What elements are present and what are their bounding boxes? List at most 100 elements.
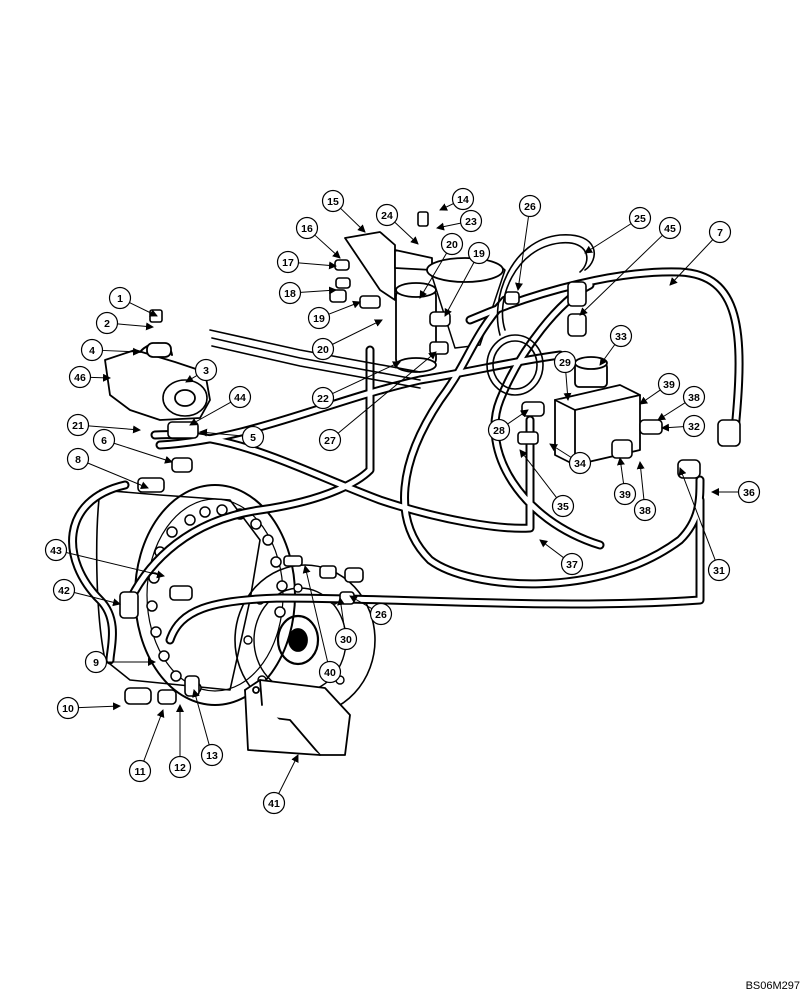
callout-circle bbox=[518, 194, 542, 218]
callout-label: 21 bbox=[72, 420, 84, 432]
callout-leader-22 bbox=[332, 361, 401, 395]
callout-15: 15 bbox=[321, 189, 345, 213]
callout-4: 4 bbox=[80, 338, 104, 362]
callout-leader-39 bbox=[617, 457, 625, 484]
callout-label: 23 bbox=[465, 216, 477, 228]
callout-circle bbox=[369, 602, 393, 626]
callout-circle bbox=[56, 696, 80, 720]
callout-27: 27 bbox=[318, 428, 342, 452]
callout-7: 7 bbox=[708, 220, 732, 244]
callout-34: 34 bbox=[568, 451, 592, 475]
callout-leader-44 bbox=[189, 401, 232, 426]
callout-label: 38 bbox=[688, 392, 700, 404]
callout-leader-11 bbox=[143, 709, 165, 762]
callout-circle bbox=[451, 187, 475, 211]
callout-circle bbox=[68, 365, 92, 389]
callout-circle bbox=[80, 338, 104, 362]
callout-leader-38 bbox=[636, 461, 645, 500]
callout-leader-6 bbox=[113, 442, 173, 464]
callout-26: 26 bbox=[518, 194, 542, 218]
callout-circle bbox=[278, 281, 302, 305]
callout-leader-29 bbox=[563, 372, 572, 401]
callout-18: 18 bbox=[278, 281, 302, 305]
callout-leader-19 bbox=[328, 300, 361, 315]
callout-circle bbox=[737, 480, 761, 504]
hydraulic-pump bbox=[104, 342, 211, 421]
callout-33: 33 bbox=[609, 324, 633, 348]
callout-circle bbox=[568, 451, 592, 475]
callout-leader-34 bbox=[549, 443, 572, 458]
callout-circle bbox=[307, 306, 331, 330]
callout-label: 27 bbox=[324, 435, 336, 447]
callout-label: 39 bbox=[619, 489, 631, 501]
callout-circle bbox=[707, 558, 731, 582]
callout-label: 3 bbox=[203, 365, 209, 377]
callout-leader-24 bbox=[394, 221, 419, 245]
hydraulic-hoses-core bbox=[70, 269, 742, 663]
harness-lines bbox=[209, 234, 595, 396]
callout-28: 28 bbox=[487, 418, 511, 442]
callout-36: 36 bbox=[737, 480, 761, 504]
callout-circle bbox=[311, 386, 335, 410]
callout-46: 46 bbox=[68, 365, 92, 389]
callout-43: 43 bbox=[44, 538, 68, 562]
callout-label: 13 bbox=[206, 750, 218, 762]
callout-label: 36 bbox=[743, 487, 755, 499]
callout-leader-20 bbox=[332, 319, 383, 345]
callout-label: 2 bbox=[104, 318, 110, 330]
callout-circle bbox=[487, 418, 511, 442]
callout-leader-1 bbox=[129, 302, 158, 317]
callout-label: 18 bbox=[284, 288, 296, 300]
callout-leader-40 bbox=[302, 565, 329, 662]
callout-leader-5 bbox=[199, 428, 243, 437]
callout-label: 31 bbox=[713, 565, 725, 577]
callout-leader-7 bbox=[669, 239, 714, 286]
callout-label: 43 bbox=[50, 545, 62, 557]
callout-leader-23 bbox=[436, 222, 461, 231]
callout-circle bbox=[682, 385, 706, 409]
callout-leader-3 bbox=[185, 374, 198, 383]
callout-circle bbox=[375, 203, 399, 227]
callout-circle bbox=[318, 428, 342, 452]
callout-circle bbox=[84, 650, 108, 674]
callout-label: 45 bbox=[664, 223, 676, 235]
callout-leader-37 bbox=[539, 539, 564, 559]
callout-30: 30 bbox=[334, 627, 358, 651]
callout-circle bbox=[318, 660, 342, 684]
callout-5: 5 bbox=[241, 425, 265, 449]
callout-10: 10 bbox=[56, 696, 80, 720]
callout-label: 46 bbox=[74, 372, 86, 384]
callout-26: 26 bbox=[369, 602, 393, 626]
callout-label: 10 bbox=[62, 703, 74, 715]
callout-leader-21 bbox=[88, 425, 141, 434]
callout-21: 21 bbox=[66, 413, 90, 437]
callout-circle bbox=[66, 413, 90, 437]
callout-38: 38 bbox=[682, 385, 706, 409]
callout-leader-13 bbox=[192, 689, 210, 746]
callout-38: 38 bbox=[633, 498, 657, 522]
callout-circle bbox=[108, 286, 132, 310]
callout-16: 16 bbox=[295, 216, 319, 240]
callout-leader-41 bbox=[278, 754, 299, 794]
callout-circle bbox=[560, 552, 584, 576]
callout-circle bbox=[295, 216, 319, 240]
callout-circle bbox=[311, 337, 335, 361]
callout-circle bbox=[200, 743, 224, 767]
callout-leader-38 bbox=[657, 402, 686, 421]
callout-29: 29 bbox=[553, 350, 577, 374]
callout-label: 30 bbox=[340, 634, 352, 646]
callout-leader-46 bbox=[90, 373, 111, 382]
callout-label: 20 bbox=[317, 344, 329, 356]
callout-circle bbox=[95, 311, 119, 335]
callout-leader-35 bbox=[519, 449, 558, 498]
callout-circle bbox=[628, 206, 652, 230]
callout-circle bbox=[658, 216, 682, 240]
callout-40: 40 bbox=[318, 660, 342, 684]
callout-circle bbox=[321, 189, 345, 213]
callout-leader-42 bbox=[74, 592, 121, 607]
callout-2: 2 bbox=[95, 311, 119, 335]
callout-19: 19 bbox=[467, 241, 491, 265]
callout-circle bbox=[194, 358, 218, 382]
callout-45: 45 bbox=[658, 216, 682, 240]
callout-label: 22 bbox=[317, 393, 329, 405]
